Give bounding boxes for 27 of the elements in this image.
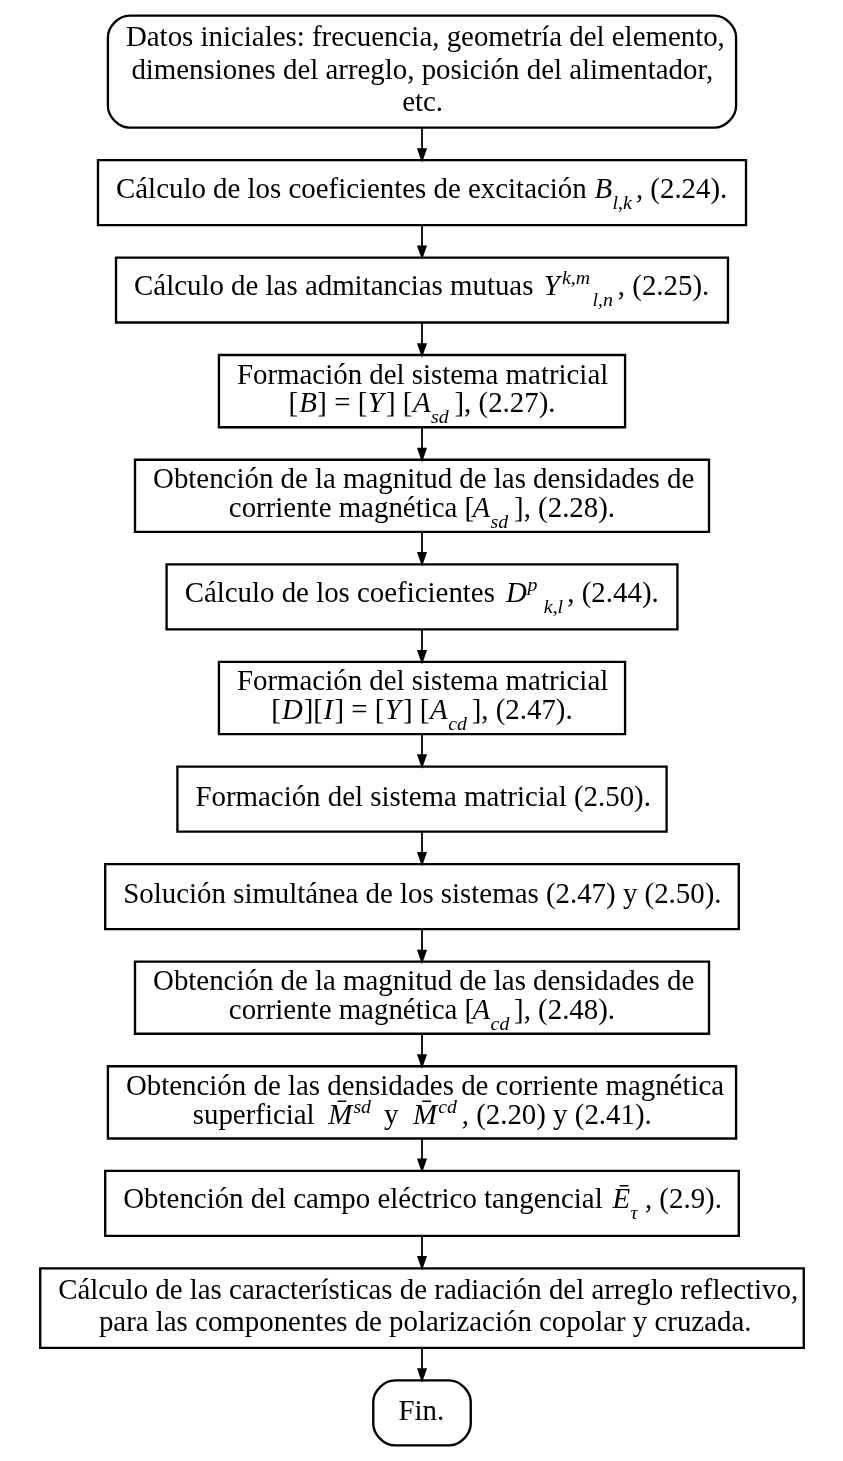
node-box: Cálculo de las características de radiación del arreglo reflectivo, para las componentes de polarización copolar y cruzada.: [38, 1267, 805, 1350]
arrow: [416, 531, 427, 567]
arrow: [416, 224, 427, 260]
arrow: [416, 426, 427, 463]
node-box: Cálculo de los coeficientes D$^{p}$$_{k,l}$, (2.44).: [164, 563, 679, 631]
arrow: [416, 127, 427, 163]
arrow: [416, 1033, 427, 1069]
arrow: [416, 628, 427, 665]
arrow: [416, 1137, 427, 1174]
node-box: Obtención de las densidades de corriente magnética superficial M̄$^{sd}$ y M̄$^{cd}$, (2.20) y (2.41).: [106, 1065, 737, 1140]
arrow: [416, 928, 427, 965]
node-box: Formación del sistema matricial [D][I] = [Y] [A$_{cd}$], (2.47).: [217, 660, 626, 736]
node-box: Obtención de la magnitud de las densidades de corriente magnética [A$_{cd}$], (2.48).: [133, 960, 710, 1035]
node-box: Cálculo de las admitancias mutuas Y$^{k,m}$$_{l,n}$, (2.25).: [114, 256, 729, 324]
arrow: [416, 1347, 427, 1383]
arrow: [416, 830, 427, 867]
node-box: Fin.: [371, 1379, 472, 1447]
arrow: [416, 733, 427, 769]
node-box: Datos iniciales: frecuencia, geometría del elemento, dimensiones del arreglo, posición del alimentador, etc.: [106, 14, 737, 129]
node-box: Formación del sistema matricial (2.50).: [175, 765, 668, 833]
node-box: Cálculo de los coeficientes de excitación B$_{l,k}$, (2.24).: [96, 158, 747, 227]
node-box: Obtención de la magnitud de las densidades de corriente magnética [A$_{sd}$], (2.28).: [133, 458, 710, 534]
arrow: [416, 1235, 427, 1271]
node-box: Obtención del campo eléctrico tangencial Ē$_{τ}$, (2.9).: [103, 1169, 740, 1238]
node-box: Solución simultánea de los sistemas (2.47) y (2.50).: [103, 862, 740, 931]
node-box: Formación del sistema matricial [B] = [Y] [A$_{sd}$], (2.27).: [217, 353, 626, 429]
arrow: [416, 321, 427, 358]
